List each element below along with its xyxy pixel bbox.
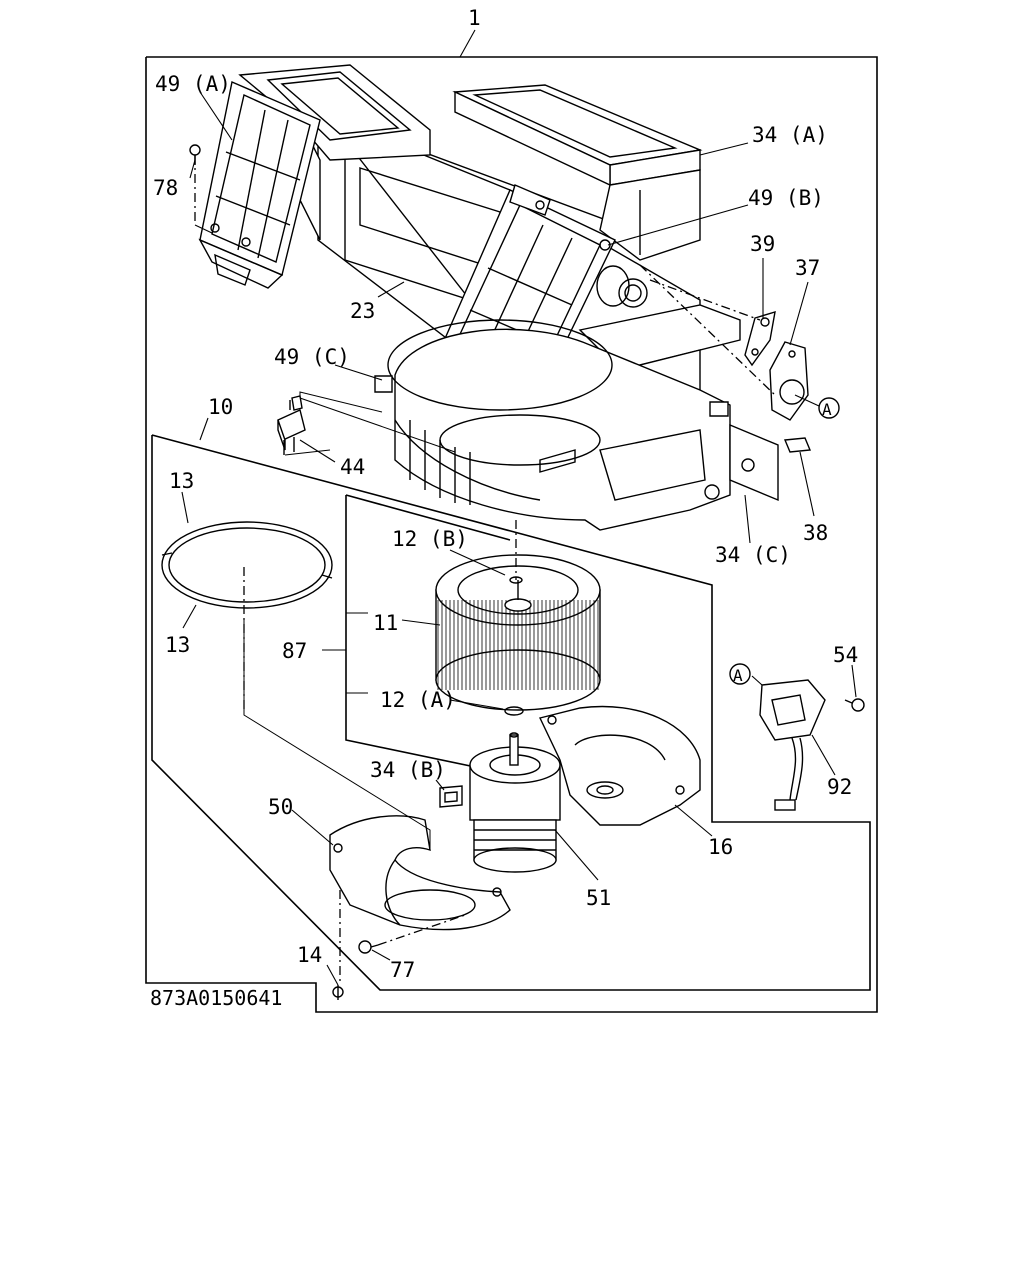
part-50-lower-cover [329, 815, 511, 931]
part-37-actuator-plate [769, 341, 809, 421]
filter-49a [198, 81, 321, 289]
callout-50: 50 [268, 795, 293, 819]
outer-frame [145, 56, 878, 1013]
leader-lines [181, 29, 857, 986]
callout-44: 44 [340, 455, 365, 479]
part-92-resistor [759, 679, 826, 811]
callout-92: 92 [827, 775, 852, 799]
callout-16: 16 [708, 835, 733, 859]
callout-10: 10 [208, 395, 233, 419]
part-16-motor-cover [539, 705, 701, 826]
callout-1: 1 [468, 6, 481, 30]
callout-54: 54 [833, 643, 858, 667]
callout-labels: 1 49 (A) 78 34 (A) 49 (B) 39 37 23 49 (C… [153, 6, 858, 982]
part-14-screw [332, 985, 344, 1000]
callout-12a: 12 (A) [380, 688, 456, 712]
callout-34c: 34 (C) [715, 543, 791, 567]
callout-14: 14 [297, 943, 322, 967]
part-12a-washer [504, 706, 524, 716]
reference-mark-a-2: A [729, 663, 751, 685]
fan-blades [437, 600, 599, 690]
svg-text:A: A [822, 400, 832, 419]
reference-mark-a-1: A [794, 394, 840, 419]
sub-assembly-frame-10 [151, 434, 871, 991]
callout-13-top: 13 [169, 469, 194, 493]
blower-lower-case-scroll [374, 319, 779, 531]
callout-37: 37 [795, 256, 820, 280]
part-39-lever [744, 311, 776, 367]
callout-38: 38 [803, 521, 828, 545]
part-51-motor [469, 732, 561, 873]
callout-12b: 12 (B) [392, 527, 468, 551]
callout-49a: 49 (A) [155, 72, 231, 96]
callout-23: 23 [350, 299, 375, 323]
callout-39: 39 [750, 232, 775, 256]
part-34b-foam [439, 785, 463, 808]
assembly-centerlines [194, 155, 776, 985]
callout-78: 78 [153, 176, 178, 200]
callout-34a: 34 (A) [752, 123, 828, 147]
callout-34b: 34 (B) [370, 758, 446, 782]
part-38-clip [783, 437, 812, 453]
part-54-screw [844, 698, 865, 712]
callout-87: 87 [282, 639, 307, 663]
part-11-fan-wheel [435, 554, 601, 711]
callout-49c: 49 (C) [274, 345, 350, 369]
callout-51: 51 [586, 886, 611, 910]
part-77-screw [358, 940, 379, 954]
callout-77: 77 [390, 958, 415, 982]
callout-49b: 49 (B) [748, 186, 824, 210]
svg-text:A: A [733, 666, 743, 685]
part-44-relay [277, 395, 306, 455]
filter-34a [452, 84, 703, 261]
callout-13-bottom: 13 [165, 633, 190, 657]
part-13-seal-ring [161, 521, 333, 609]
drawing-code: 873A0150641 [150, 986, 282, 1010]
callout-11: 11 [373, 611, 398, 635]
bracket-87 [345, 494, 511, 769]
